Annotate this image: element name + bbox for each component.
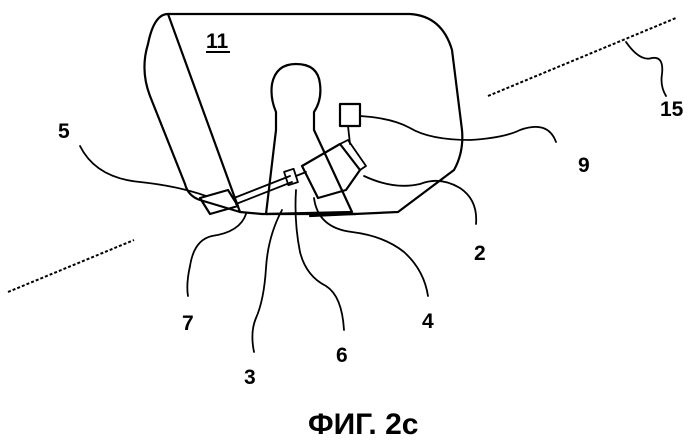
label-6: 6: [336, 344, 348, 367]
label-4: 4: [422, 310, 434, 333]
dashed-line-upper: [488, 18, 676, 96]
component-9-box: [340, 104, 360, 126]
leader-15: [626, 42, 666, 96]
leader-2: [364, 176, 476, 224]
label-5: 5: [58, 120, 70, 143]
label-3: 3: [244, 366, 256, 389]
component-2-block: [302, 144, 360, 198]
label-2: 2: [474, 242, 486, 265]
leader-3: [252, 210, 282, 352]
figure-caption: ФИГ. 2с: [308, 408, 418, 441]
leader-6: [296, 190, 345, 330]
label-11: 11: [206, 30, 229, 53]
label-7: 7: [182, 312, 194, 335]
label-9: 9: [578, 154, 590, 177]
component-2-top: [340, 140, 366, 170]
dashed-line-lower: [8, 240, 134, 292]
leader-7: [187, 214, 246, 296]
leader-9: [360, 116, 556, 142]
label-15: 15: [660, 98, 684, 121]
